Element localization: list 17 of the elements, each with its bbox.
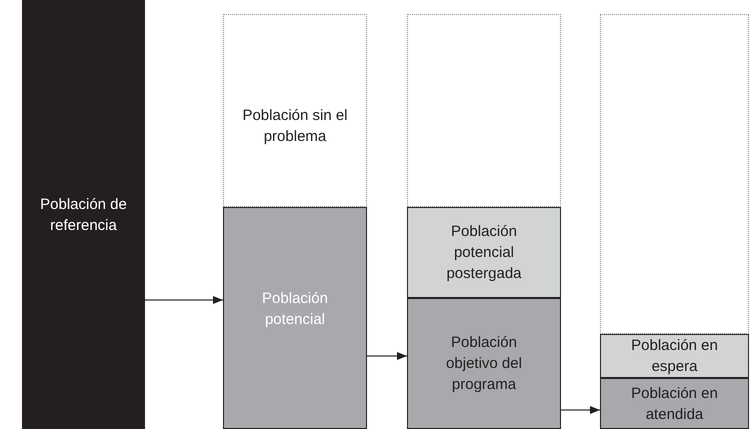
arrow xyxy=(366,352,408,360)
node-label: Población potencial xyxy=(261,289,329,330)
population-box xyxy=(600,378,749,429)
population-box xyxy=(407,298,561,429)
population-box xyxy=(22,0,145,429)
population-box xyxy=(407,207,561,298)
node-label: Población en espera xyxy=(630,336,719,377)
population-box xyxy=(223,14,367,207)
arrow xyxy=(144,296,224,304)
node-label: Población sin el problema xyxy=(241,106,349,147)
node-label: Población objetivo del programa xyxy=(445,333,523,395)
node-label: Población potencial postergada xyxy=(445,222,523,284)
node-label: Población de referencia xyxy=(39,194,128,236)
arrow xyxy=(560,406,600,414)
node-label: Población en atendida xyxy=(630,384,719,424)
population-box xyxy=(223,207,367,429)
population-box xyxy=(600,334,749,378)
